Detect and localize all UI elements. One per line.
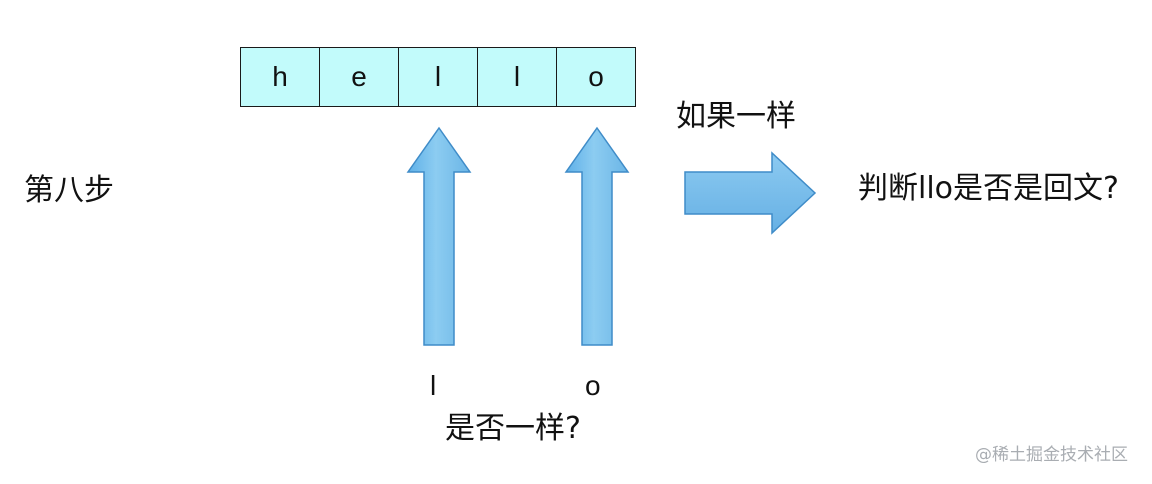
compare-question: 是否一样?	[445, 411, 581, 446]
step-label: 第八步	[24, 173, 114, 208]
watermark: @稀土掘金技术社区	[975, 445, 1128, 465]
string-array: h e l l o	[240, 47, 636, 107]
array-cell: o	[588, 61, 604, 92]
array-cell: l	[478, 48, 557, 106]
left-pointer-char: l	[430, 370, 437, 401]
array-cell: h	[241, 48, 320, 106]
condition-label: 如果一样	[676, 99, 796, 134]
array-cell: e	[320, 48, 399, 106]
array-cell: l	[399, 48, 478, 106]
left-pointer-arrow-icon	[406, 126, 472, 346]
next-question: 判断llo是否是回文?	[858, 171, 1119, 206]
next-step-arrow-icon	[684, 151, 817, 235]
right-pointer-char: o	[585, 370, 601, 401]
right-pointer-arrow-icon	[564, 126, 630, 346]
